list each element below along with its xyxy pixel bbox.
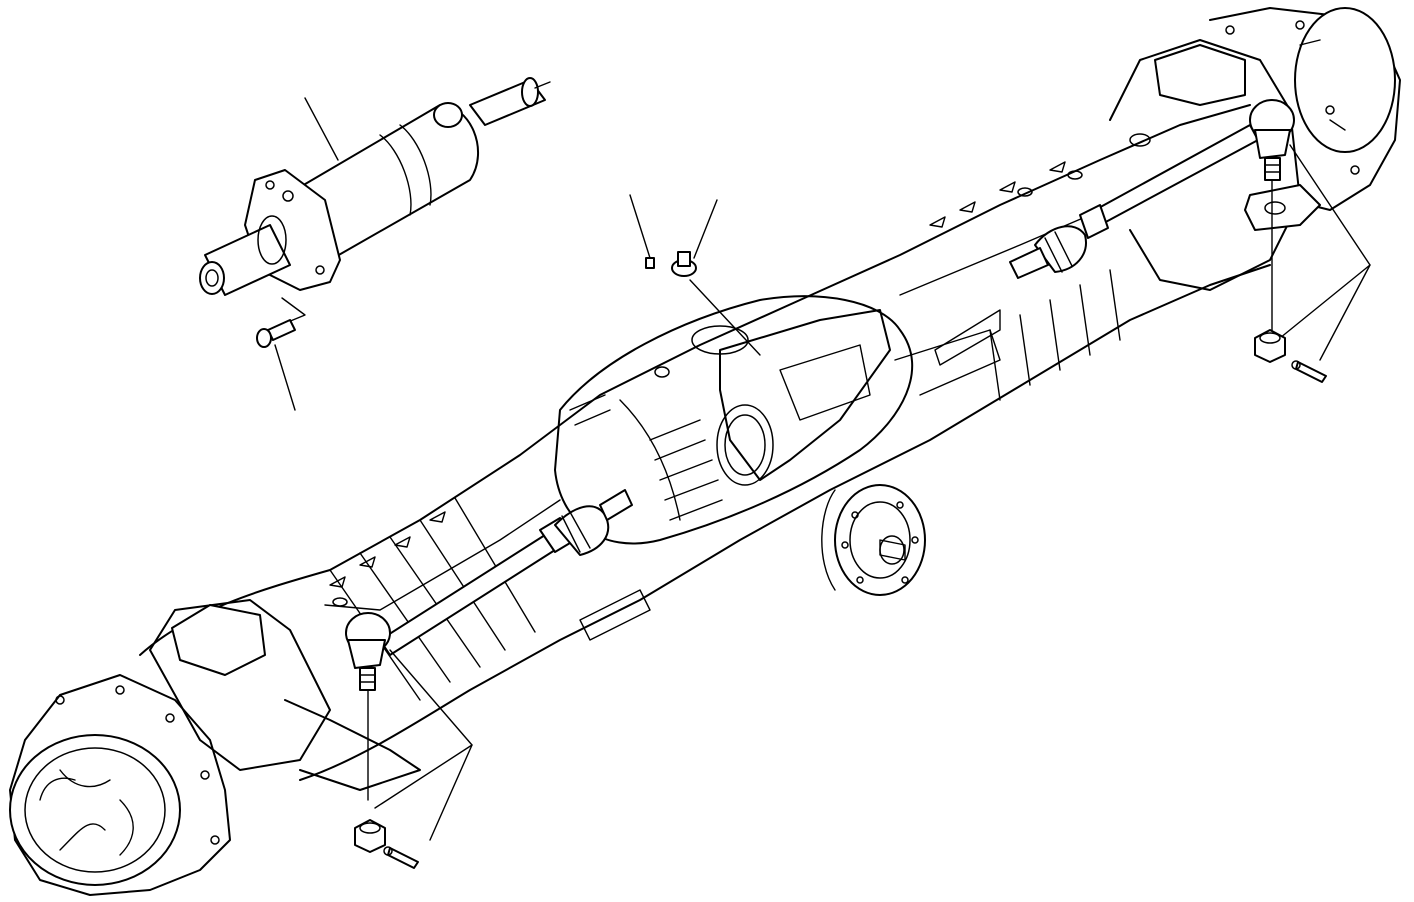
cylinder-mounting-bolt — [256, 319, 296, 411]
breather — [671, 199, 761, 356]
right-tie-rod-end — [1249, 99, 1371, 361]
right-wheel-hub — [1109, 7, 1401, 291]
right-tie-rod — [1009, 124, 1259, 279]
grease-fitting — [629, 194, 655, 269]
input-flange — [821, 484, 926, 596]
left-tie-rod-end — [345, 612, 473, 841]
cotter-pin-right — [1291, 360, 1327, 383]
left-wheel-hub — [9, 599, 421, 896]
left-tie-rod — [379, 489, 633, 656]
steering-cylinder — [199, 77, 551, 323]
castle-nut-right — [1254, 329, 1286, 363]
cotter-pin-left — [383, 846, 419, 869]
castle-nut-left — [354, 819, 386, 853]
differential-housing — [554, 295, 1001, 545]
